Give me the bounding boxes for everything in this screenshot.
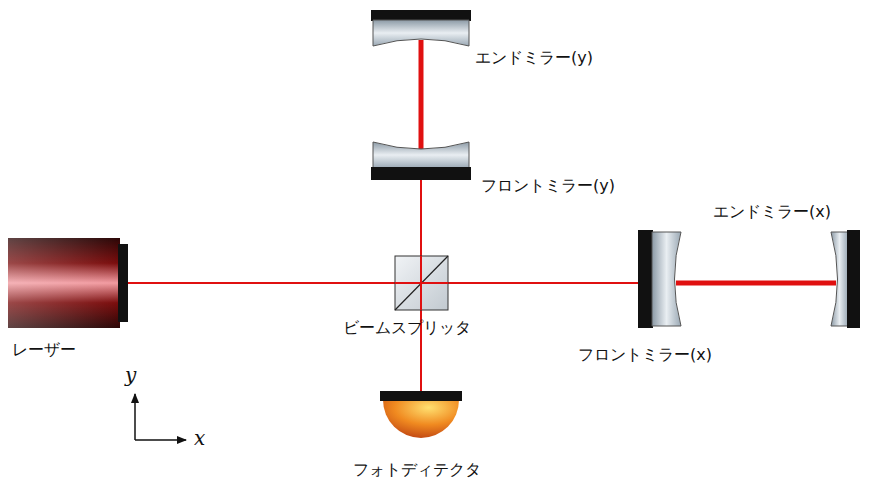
cavity-beam	[419, 40, 424, 149]
axis-label: y	[125, 365, 136, 385]
laser-body	[8, 238, 120, 328]
part-label: エンドミラー(x)	[713, 202, 831, 222]
beam-splitter-diagonal	[395, 256, 448, 310]
part-label: エンドミラー(y)	[475, 48, 593, 68]
end-mirror-y	[373, 20, 469, 46]
laser-beam	[420, 256, 422, 310]
axis-arrow	[135, 439, 186, 441]
laser-beam	[128, 282, 652, 284]
laser-highlight	[8, 238, 120, 328]
front-mirror-x	[652, 232, 681, 326]
mirror-backing	[371, 167, 471, 180]
cavity-beam	[676, 281, 836, 286]
part-label: フロントミラー(x)	[578, 345, 712, 365]
axis-arrow	[134, 394, 136, 440]
photodetector-plate	[380, 391, 462, 401]
axis-label: x	[194, 428, 205, 448]
part-label: ビームスプリッタ	[343, 318, 471, 338]
front-mirror-y	[373, 142, 469, 168]
photodetector-body	[383, 400, 459, 438]
laser-aperture	[118, 244, 128, 322]
part-label: フォトディテクタ	[353, 460, 481, 480]
mirror-backing	[371, 10, 471, 21]
end-mirror-x	[831, 232, 848, 326]
beam-splitter-cube	[395, 256, 448, 310]
laser-beam	[420, 168, 422, 392]
mirror-backing	[847, 230, 860, 328]
mirror-backing	[638, 230, 653, 328]
part-label: レーザー	[12, 340, 76, 360]
part-label: フロントミラー(y)	[481, 176, 615, 196]
